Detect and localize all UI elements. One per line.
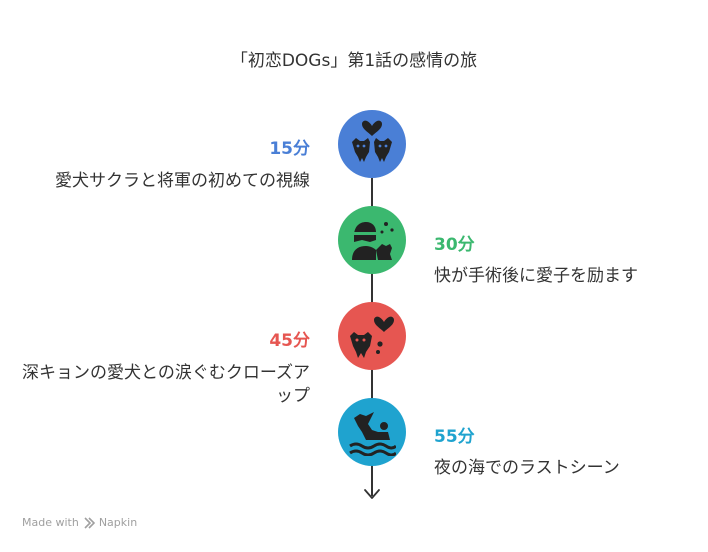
step-3-description: 深キョンの愛犬との涙ぐむクローズアップ [22,363,310,406]
step-4-node [338,398,406,466]
step-1-node [338,110,406,178]
step-2-description: 快が手術後に愛子を励ます [434,266,638,286]
person-with-dog-icon [352,222,394,260]
step-4-description: 夜の海でのラストシーン [434,458,620,478]
step-3-node [338,302,406,370]
step-1-description: 愛犬サクラと将軍の初めての視線 [55,171,310,191]
two-dogs-heart-icon [352,120,392,162]
step-4-time: 55分 [434,427,475,447]
dog-in-sea-icon [349,412,396,456]
step-3-time: 45分 [269,331,310,351]
timeline-arrow-icon [364,489,380,499]
made-with-napkin-footer[interactable]: Made with Napkin [22,516,137,529]
step-1-time: 15分 [269,139,310,159]
made-with-label: Made with [22,516,79,529]
napkin-brand-label: Napkin [98,516,138,529]
step-2-node [338,206,406,274]
diagram-title: 「初恋DOGs」第1話の感情の旅 [230,51,478,71]
step-2-time: 30分 [434,235,475,255]
dog-heart-icon [350,316,394,358]
napkin-logo-icon [84,516,95,529]
